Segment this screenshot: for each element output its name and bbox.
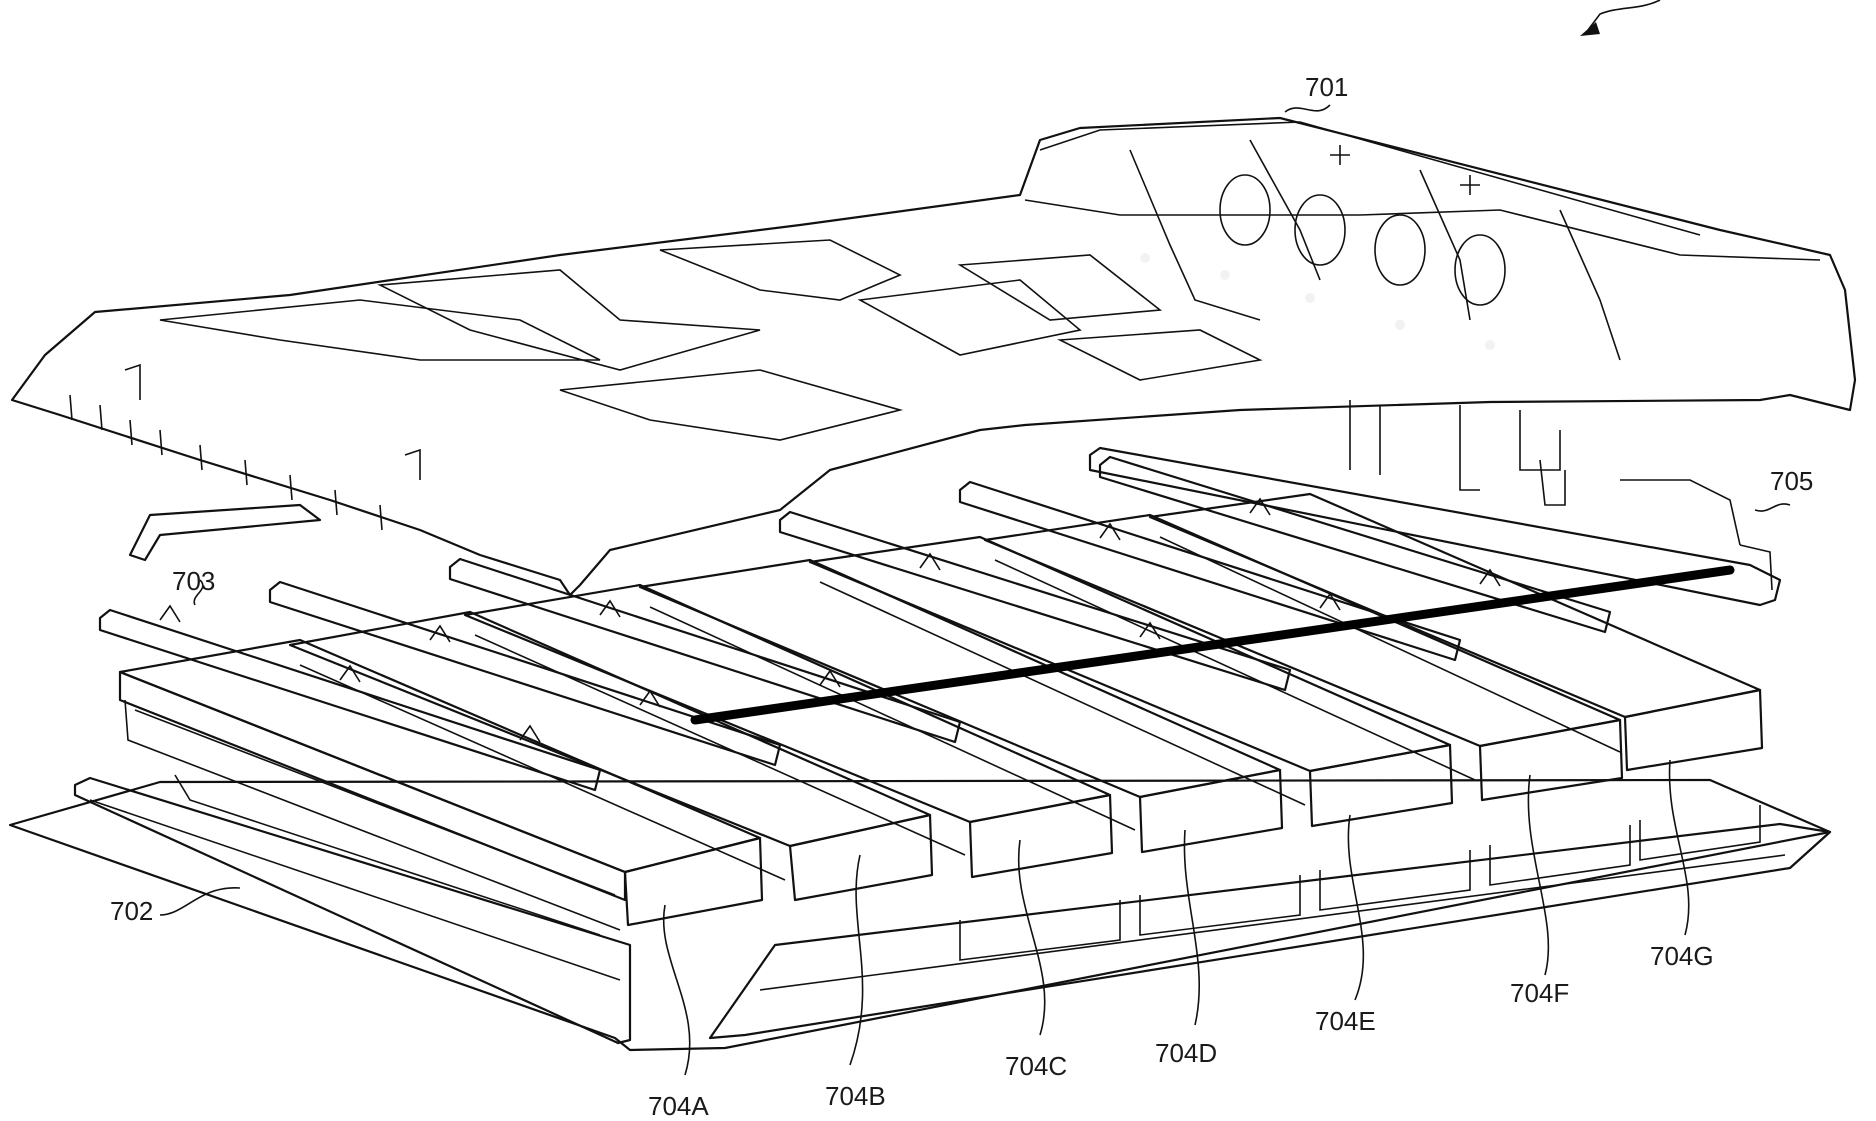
- label-module-704d: 704D: [1155, 1038, 1217, 1068]
- module-704d: [640, 560, 1282, 852]
- leader-701: [1285, 105, 1330, 112]
- label-cover-701: 701: [1305, 72, 1348, 102]
- label-module-704g: 704G: [1650, 941, 1714, 971]
- module-704e: [810, 537, 1452, 826]
- leader-704e: [1348, 815, 1363, 1000]
- label-frame-705: 705: [1770, 466, 1813, 496]
- leader-704f: [1528, 775, 1548, 975]
- label-tray-702: 702: [110, 896, 153, 926]
- figure-pointer-arrow: [1580, 0, 1660, 36]
- busbar: [695, 570, 1730, 720]
- leader-lines: [160, 105, 1790, 1075]
- label-module-704e: 704E: [1315, 1006, 1376, 1036]
- label-rail-703: 703: [172, 566, 215, 596]
- label-module-704f: 704F: [1510, 978, 1569, 1008]
- module-704c: [465, 585, 1112, 877]
- leader-704b: [850, 855, 863, 1065]
- module-704g: [1150, 494, 1762, 770]
- module-704b: [290, 612, 932, 900]
- rail-4: [780, 512, 1290, 690]
- label-module-704b: 704B: [825, 1081, 886, 1111]
- label-module-704a: 704A: [648, 1091, 709, 1121]
- leader-704g: [1670, 760, 1689, 935]
- leader-705: [1755, 504, 1790, 511]
- label-module-704c: 704C: [1005, 1051, 1067, 1081]
- left-bracket: [130, 505, 320, 560]
